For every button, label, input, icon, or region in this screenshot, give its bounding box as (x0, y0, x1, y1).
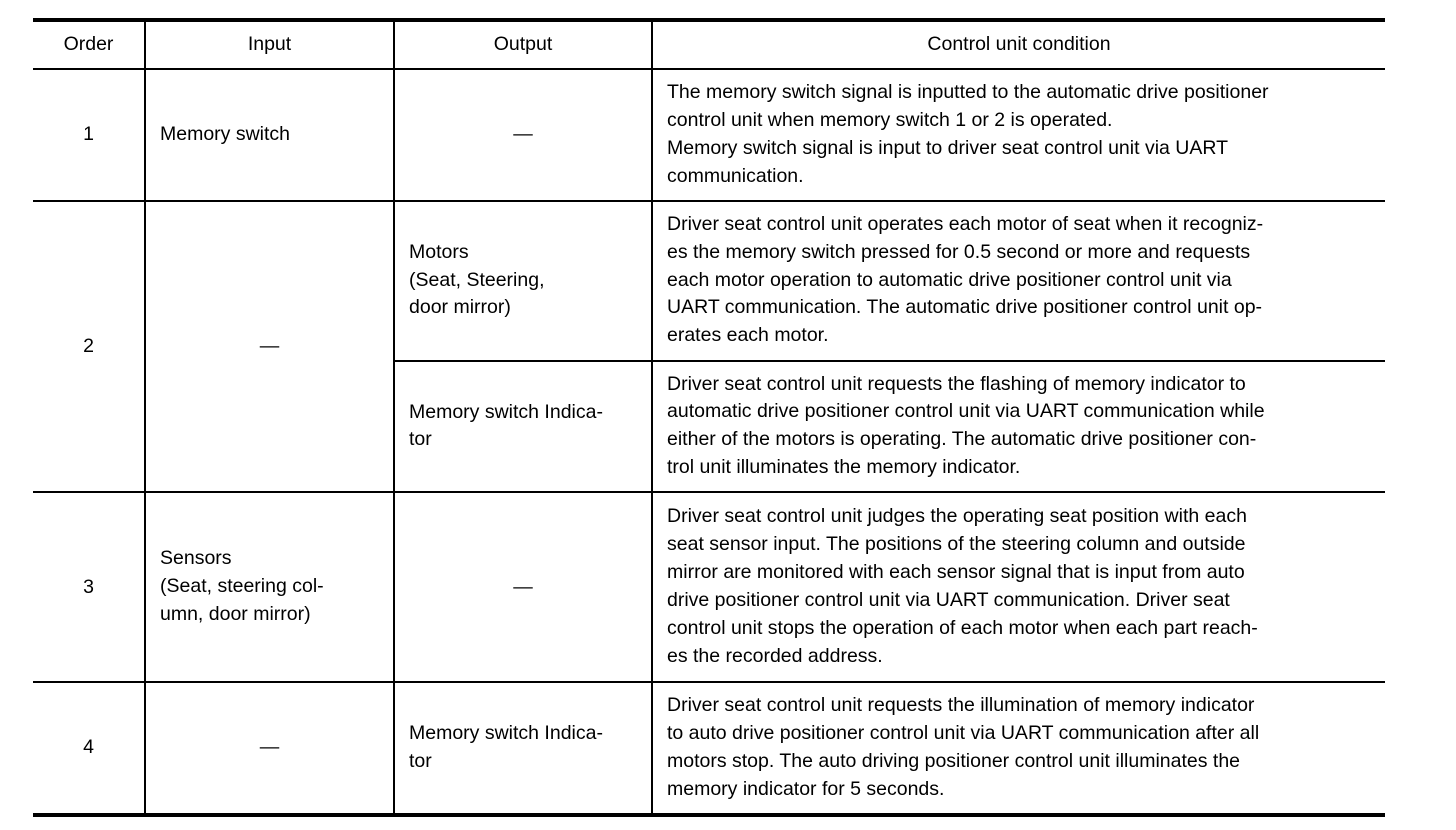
cell-input-4: — (145, 682, 395, 815)
cell-condition-2a: Driver seat control unit operates each m… (652, 200, 1385, 362)
cell-output-4: Memory switch Indica- tor (394, 682, 653, 815)
cell-order-4: 4 (33, 682, 146, 815)
table-row: 1 Memory switch — The memory switch sign… (33, 69, 1385, 202)
cell-input-1: Memory switch (145, 69, 395, 202)
cell-input-2: — (145, 200, 395, 493)
cell-order-2: 2 (33, 200, 146, 493)
cell-condition-1: The memory switch signal is inputted to … (652, 69, 1385, 202)
memory-seat-operation-sequence-table: Order Input Output Control unit conditio… (33, 18, 1385, 817)
cell-output-2a: Motors (Seat, Steering, door mirror) (394, 200, 653, 362)
cell-output-2a-text: Motors (Seat, Steering, door mirror) (409, 240, 545, 319)
table-row: Memory switch Indica- tor Driver seat co… (33, 360, 1385, 493)
table-row: 3 Sensors (Seat, steering col- umn, door… (33, 492, 1385, 683)
cell-condition-2a-text: Driver seat control unit operates each m… (667, 212, 1264, 347)
cell-input-3: Sensors (Seat, steering col- umn, door m… (145, 492, 395, 683)
cell-input-3-text: Sensors (Seat, steering col- umn, door m… (160, 547, 324, 625)
column-header-control-unit-condition: Control unit condition (652, 20, 1385, 70)
cell-order-1: 1 (33, 69, 146, 202)
cell-condition-2b-text: Driver seat control unit requests the fl… (667, 372, 1265, 479)
cell-condition-4-text: Driver seat control unit requests the il… (667, 694, 1260, 800)
table-header-row: Order Input Output Control unit conditio… (33, 20, 1385, 70)
column-header-output: Output (394, 20, 653, 70)
cell-condition-1-text: The memory switch signal is inputted to … (667, 81, 1269, 187)
column-header-input: Input (145, 20, 395, 70)
cell-output-4-text: Memory switch Indica- tor (409, 722, 603, 772)
table-row: 2 — Motors (Seat, Steering, door mirror)… (33, 200, 1385, 493)
cell-condition-3-text: Driver seat control unit judges the oper… (667, 505, 1258, 667)
cell-output-2b: Memory switch Indica- tor (394, 360, 653, 493)
table-row: 4 — Memory switch Indica- tor Driver sea… (33, 682, 1385, 815)
cell-condition-4: Driver seat control unit requests the il… (652, 682, 1385, 815)
cell-output-1: — (394, 69, 653, 202)
cell-input-1-text: Memory switch (160, 122, 291, 145)
cell-output-3: — (394, 492, 653, 683)
cell-condition-3: Driver seat control unit judges the oper… (652, 492, 1385, 683)
cell-condition-2b: Driver seat control unit requests the fl… (652, 360, 1385, 493)
cell-output-2b-text: Memory switch Indica- tor (409, 400, 603, 451)
column-header-order: Order (33, 20, 146, 70)
table-body: 1 Memory switch — The memory switch sign… (33, 69, 1385, 815)
cell-order-3: 3 (33, 492, 146, 683)
table-header: Order Input Output Control unit conditio… (33, 20, 1385, 70)
